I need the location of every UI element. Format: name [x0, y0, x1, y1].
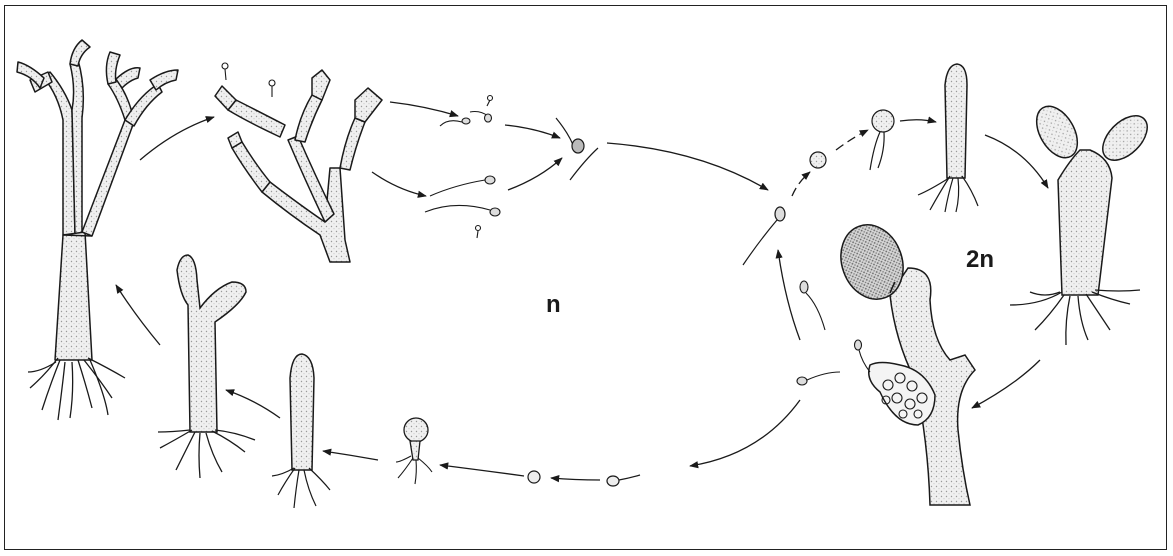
young-sporophyte [918, 64, 978, 212]
zoospores [797, 281, 870, 385]
arrow-to-settled-spore [551, 478, 600, 480]
arrow-gametes-to-fusion-1 [505, 125, 560, 138]
arrow-sporophyte-to-sporangia [972, 360, 1040, 408]
young-gametophyte [272, 354, 330, 508]
settling-spores [528, 471, 640, 486]
arrow-to-germling [836, 130, 868, 150]
branching-gametophyte [158, 255, 255, 478]
gametangia-branch [215, 70, 382, 262]
arrow-to-young-sporophyte [900, 120, 936, 122]
arrow-gametes-to-fusion-2 [508, 158, 562, 190]
arrow-zoospore-up [778, 250, 800, 340]
mature-gametophyte-rhizoids [28, 358, 125, 420]
germinating-spore [396, 418, 432, 484]
arrow-fusion-to-zygote [607, 143, 768, 190]
released-gametes-top [222, 63, 275, 97]
mature-gametophyte [17, 40, 178, 360]
arrow-zygote-up [792, 172, 810, 196]
mature-sporophyte [1010, 99, 1155, 345]
arrow-to-gamete-lower [372, 172, 426, 196]
arrow-zoospores-to-cycle [690, 400, 800, 466]
arrow-to-mature-gametophyte [116, 285, 160, 345]
arrow-to-mature-sporophyte [985, 135, 1048, 188]
arrow-to-branching-gametophyte [226, 390, 280, 418]
arrow-to-germinating [440, 465, 524, 476]
gametes [425, 96, 500, 239]
arrow-mature-to-gametangia [140, 117, 214, 160]
arrow-to-young-gametophyte [323, 451, 378, 460]
diploid-label: 2n [966, 248, 994, 272]
arrow-to-gamete-upper [390, 102, 458, 116]
gamete-fusion [556, 118, 598, 180]
haploid-label: n [546, 293, 561, 317]
sporangia-branch [831, 216, 975, 505]
